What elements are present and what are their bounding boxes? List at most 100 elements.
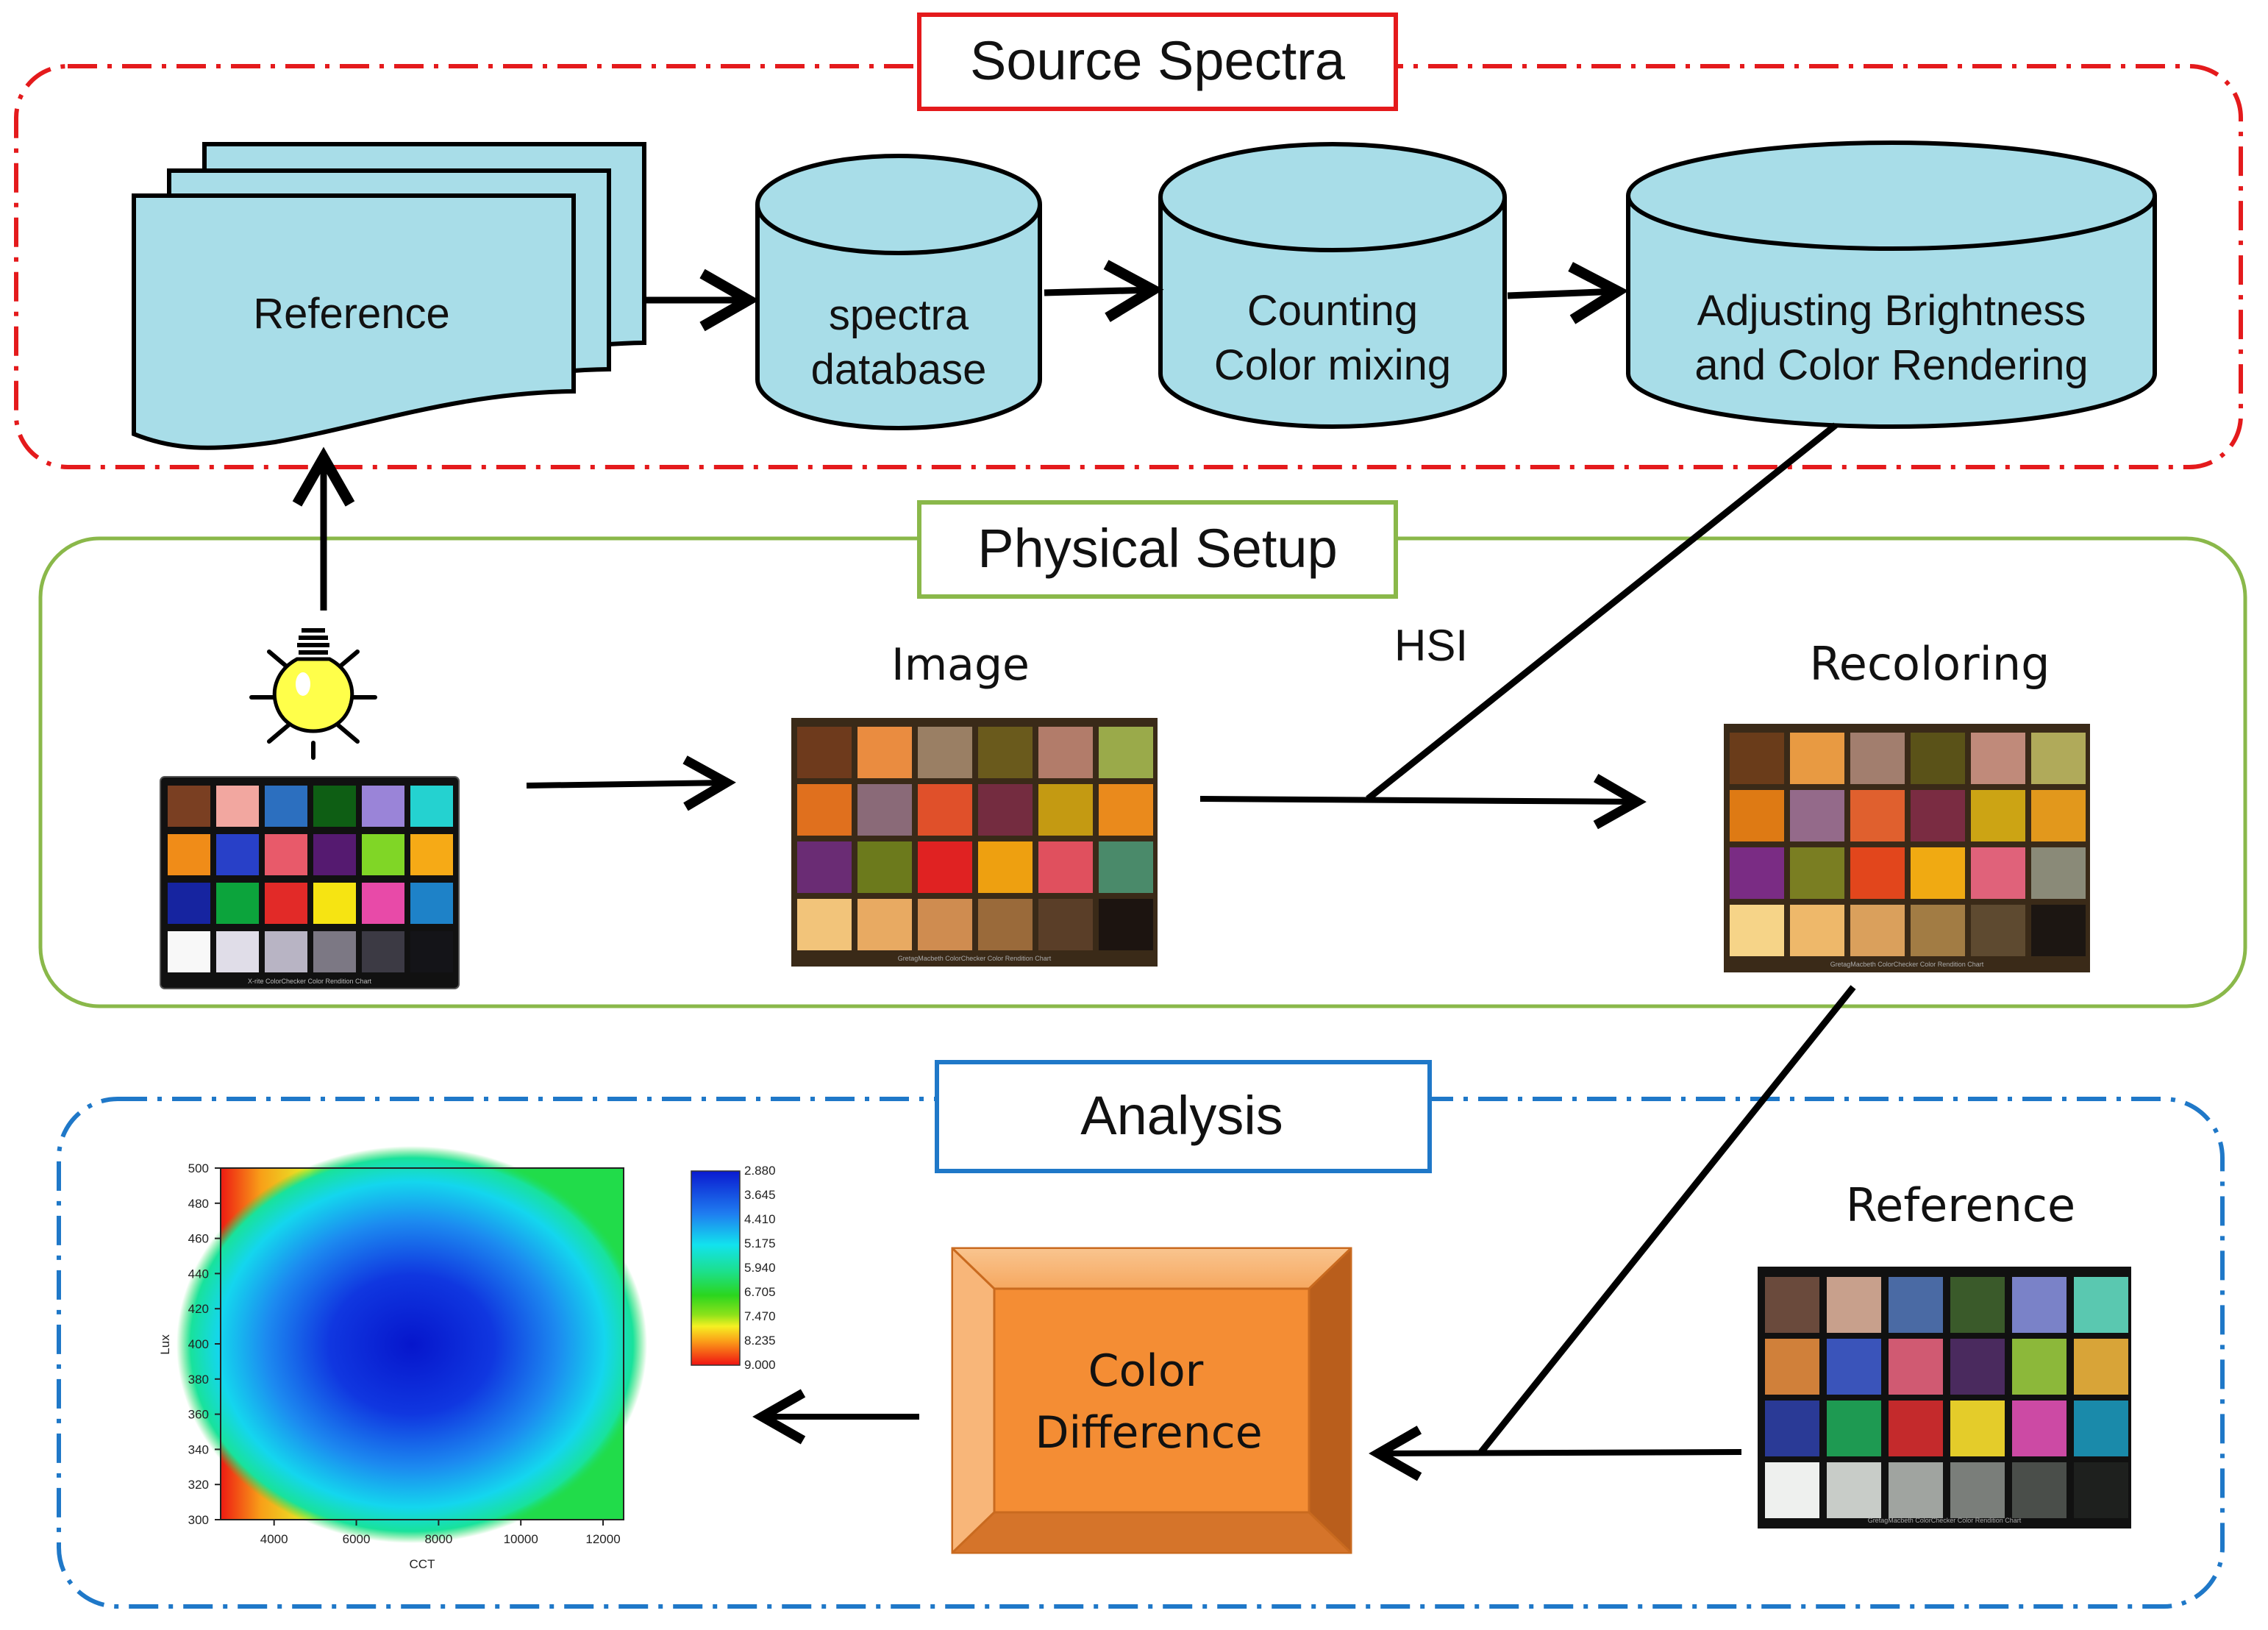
color-patch bbox=[168, 931, 210, 972]
color-patch bbox=[978, 841, 1033, 893]
color-patch bbox=[1765, 1462, 1819, 1518]
colorbar-tick-label: 8.235 bbox=[744, 1334, 776, 1348]
adjusting-brightness-cylinder: Adjusting Brightness and Color Rendering bbox=[1626, 140, 2157, 429]
color-patch bbox=[1889, 1462, 1943, 1518]
color-patch bbox=[1971, 847, 2025, 899]
color-patch bbox=[1038, 841, 1093, 893]
color-patch bbox=[410, 931, 453, 972]
color-patch bbox=[1730, 905, 1784, 956]
y-tick-label: 300 bbox=[188, 1513, 209, 1527]
color-patch bbox=[918, 841, 972, 893]
color-patch bbox=[1099, 727, 1153, 778]
color-patch bbox=[1038, 784, 1093, 836]
color-patch bbox=[1950, 1462, 2005, 1518]
color-difference-line2: Difference bbox=[1035, 1407, 1262, 1459]
arrow-chart-to-image bbox=[526, 755, 736, 811]
color-patch bbox=[797, 841, 852, 893]
color-patch bbox=[313, 883, 356, 924]
color-patch bbox=[1730, 733, 1784, 784]
color-patch bbox=[1038, 899, 1093, 950]
color-patch bbox=[797, 899, 852, 950]
y-tick-label: 480 bbox=[188, 1197, 209, 1211]
source-spectra-section: Source Spectra Reference spectra databas… bbox=[14, 13, 2243, 469]
image-chart-caption: GretagMacbeth ColorChecker Color Renditi… bbox=[898, 955, 1052, 962]
color-patch bbox=[265, 834, 307, 875]
y-tick-label: 420 bbox=[188, 1302, 209, 1316]
x-tick-label: 12000 bbox=[585, 1532, 620, 1546]
color-patch bbox=[1730, 847, 1784, 899]
adjusting-line1: Adjusting Brightness bbox=[1697, 287, 2086, 335]
color-patch bbox=[313, 834, 356, 875]
analysis-section: Analysis Reference GretagMacbeth ColorCh… bbox=[57, 985, 2225, 1609]
color-patch bbox=[978, 784, 1033, 836]
color-difference-line1: Color bbox=[1088, 1345, 1204, 1397]
recoloring-label: Recoloring bbox=[1810, 637, 2050, 691]
x-axis-label: CCT bbox=[410, 1557, 435, 1571]
color-patch bbox=[1765, 1277, 1819, 1333]
color-patch bbox=[857, 727, 912, 778]
color-patch bbox=[1790, 790, 1844, 841]
color-patch bbox=[2012, 1462, 2066, 1518]
color-patch bbox=[797, 727, 852, 778]
color-patch bbox=[265, 786, 307, 827]
color-patch bbox=[918, 727, 972, 778]
recolored-image-chart: GretagMacbeth ColorChecker Color Renditi… bbox=[1724, 724, 2090, 972]
color-difference-box: Color Difference bbox=[951, 1247, 1352, 1554]
reference-document-label: Reference bbox=[253, 290, 450, 338]
analysis-title-box bbox=[935, 1060, 1432, 1173]
y-tick-label: 460 bbox=[188, 1232, 209, 1246]
adjusting-line2: and Color Rendering bbox=[1694, 341, 2088, 389]
color-patch bbox=[265, 931, 307, 972]
arrow-reference-to-color-difference bbox=[1369, 1426, 1742, 1481]
color-patch bbox=[168, 834, 210, 875]
color-patch bbox=[168, 786, 210, 827]
color-patch bbox=[1889, 1339, 1943, 1395]
reference-color-chart: GretagMacbeth ColorChecker Color Renditi… bbox=[1758, 1267, 2131, 1528]
color-patch bbox=[1889, 1277, 1943, 1333]
color-patch bbox=[1911, 847, 1965, 899]
test-chart-caption: X-rite ColorChecker Color Rendition Char… bbox=[248, 978, 372, 985]
color-patch bbox=[1790, 847, 1844, 899]
recolor-chart-caption: GretagMacbeth ColorChecker Color Renditi… bbox=[1830, 961, 1984, 968]
color-patch bbox=[2074, 1462, 2128, 1518]
hsi-label: HSI bbox=[1394, 621, 1468, 670]
color-patch bbox=[2074, 1339, 2128, 1395]
reference-chart-label: Reference bbox=[1846, 1178, 2075, 1232]
image-chart-patches bbox=[797, 727, 1153, 950]
reference-document-stack: Reference bbox=[132, 142, 646, 450]
colorbar-tick-label: 5.175 bbox=[744, 1236, 776, 1250]
recolor-chart-patches bbox=[1730, 733, 2086, 956]
contour-heatmap bbox=[176, 1146, 647, 1543]
colorbar-tick-label: 5.940 bbox=[744, 1261, 776, 1275]
x-tick-label: 8000 bbox=[424, 1532, 452, 1546]
source-spectra-title-box bbox=[917, 13, 1398, 111]
color-patch bbox=[313, 786, 356, 827]
color-patch bbox=[2031, 733, 2086, 784]
y-tick-label: 380 bbox=[188, 1373, 209, 1387]
y-tick-label: 340 bbox=[188, 1442, 209, 1456]
color-patch bbox=[2031, 847, 2086, 899]
hsi-line-from-adjusting bbox=[1366, 422, 1838, 802]
color-patch bbox=[362, 931, 404, 972]
color-patch bbox=[265, 883, 307, 924]
test-chart-patches bbox=[168, 786, 453, 972]
color-patch bbox=[1911, 790, 1965, 841]
spectra-database-line1: spectra bbox=[829, 291, 969, 339]
color-patch bbox=[168, 883, 210, 924]
color-patch bbox=[1827, 1339, 1881, 1395]
color-patch bbox=[1850, 790, 1905, 841]
color-patch bbox=[2012, 1339, 2066, 1395]
colorbar-ticks: 2.8803.6454.4105.1755.9406.7057.4708.235… bbox=[744, 1164, 776, 1372]
y-tick-label: 440 bbox=[188, 1267, 209, 1281]
color-patch bbox=[410, 834, 453, 875]
physical-setup-section: Physical Setup X-rite C bbox=[38, 422, 2247, 1008]
arrow-image-to-recoloring bbox=[1199, 774, 1647, 830]
color-patch bbox=[1889, 1401, 1943, 1456]
color-patch bbox=[410, 786, 453, 827]
arrow-database-to-counting bbox=[1044, 260, 1164, 322]
color-patch bbox=[1850, 733, 1905, 784]
color-patch bbox=[313, 931, 356, 972]
y-tick-label: 400 bbox=[188, 1337, 209, 1351]
